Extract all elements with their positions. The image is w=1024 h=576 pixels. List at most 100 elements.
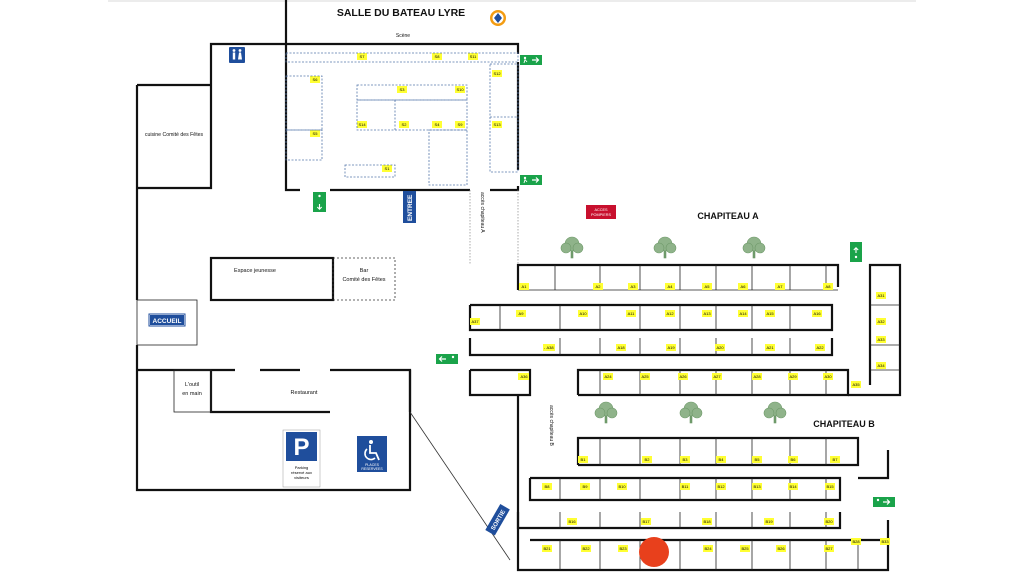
stand-tag[interactable]: A35 (851, 381, 861, 388)
stand-id: B13 (753, 484, 761, 489)
stand-tag[interactable]: B20 (824, 518, 834, 525)
stand-tag-bg (764, 518, 774, 525)
stand-tag[interactable]: S9 (455, 121, 465, 128)
stand-tag[interactable]: B14 (788, 483, 798, 490)
stand-tag[interactable]: A36 (519, 373, 529, 380)
stand-tag[interactable]: A16 (812, 310, 822, 317)
stand-tag[interactable]: A24 (603, 373, 613, 380)
stand-tag[interactable]: B24 (703, 545, 713, 552)
stand-tag[interactable]: A18 (616, 344, 626, 351)
stand-tag[interactable]: S5 (310, 130, 320, 137)
stand-tag[interactable]: A30 (823, 373, 833, 380)
stand-tag[interactable]: S11 (468, 53, 478, 60)
stand-tag[interactable]: B17 (641, 518, 651, 525)
stand-tag[interactable]: S14 (357, 121, 367, 128)
stand-tag[interactable]: B5 (752, 456, 762, 463)
stand-tag[interactable]: B22 (581, 545, 591, 552)
stand-tag[interactable]: S3 (397, 86, 407, 93)
cuisine-label: cuisine Comité des Fêtes (145, 132, 204, 138)
stand-tag[interactable]: A3 (628, 283, 638, 290)
stand-tag[interactable]: B23 (618, 545, 628, 552)
stand-id: B24 (704, 546, 712, 551)
stand-tag-bg (519, 283, 529, 290)
stand-tag[interactable]: A38 (545, 344, 555, 351)
stand-tag[interactable]: B18 (702, 518, 712, 525)
stand-tag[interactable]: B13 (752, 483, 762, 490)
stand-tag[interactable]: S12 (492, 70, 502, 77)
stand-tag[interactable]: A19 (666, 344, 676, 351)
stand-tag[interactable]: B25 (740, 545, 750, 552)
stand-tag[interactable]: A20 (715, 344, 725, 351)
stand-id: A8 (826, 284, 832, 289)
stand-tag[interactable]: S6 (310, 76, 320, 83)
stand-tag-bg (516, 310, 526, 317)
stand-tag[interactable]: A37 (470, 318, 480, 325)
stand-tag[interactable]: S7 (357, 53, 367, 60)
stand-tag[interactable]: B7 (830, 456, 840, 463)
stand-tag[interactable]: B10 (617, 483, 627, 490)
stand-tag[interactable]: A13 (702, 310, 712, 317)
stand-tag[interactable]: A34 (876, 362, 886, 369)
stand-id: S6 (313, 77, 319, 82)
stand-tag[interactable]: B27 (824, 545, 834, 552)
stand-tag[interactable]: B3 (680, 456, 690, 463)
stand-tag[interactable]: A26 (678, 373, 688, 380)
stand-tag[interactable]: A32 (876, 318, 886, 325)
stand-tag[interactable]: A25 (640, 373, 650, 380)
stand-tag[interactable]: A12 (665, 310, 675, 317)
stand-id: S7 (360, 54, 366, 59)
stand-tag[interactable]: A22 (815, 344, 825, 351)
stand-tag[interactable]: A11 (626, 310, 636, 317)
stand-tag[interactable]: B15 (825, 483, 835, 490)
stand-tag[interactable]: A10 (578, 310, 588, 317)
stand-id: A30 (824, 374, 832, 379)
stand-tag[interactable]: A4 (665, 283, 675, 290)
stand-tag[interactable]: A5 (702, 283, 712, 290)
stand-tag[interactable]: S10 (455, 86, 465, 93)
stand-tag[interactable]: A1 (519, 283, 529, 290)
stand-tag[interactable]: B6 (788, 456, 798, 463)
stand-id: S9 (458, 122, 464, 127)
stand-tag[interactable]: S13 (492, 121, 502, 128)
stand-tag[interactable]: A27 (712, 373, 722, 380)
stand-tag[interactable]: A9 (516, 310, 526, 317)
stand-id: A20 (716, 345, 724, 350)
stand-tag[interactable]: B26 (776, 545, 786, 552)
acces-pompiers-sign: ACCES POMPIERS (586, 205, 616, 219)
stand-tag[interactable]: B4 (716, 456, 726, 463)
stand-id: A24 (604, 374, 612, 379)
stand-tag[interactable]: A28 (752, 373, 762, 380)
stand-id: A6 (741, 284, 747, 289)
stand-tag[interactable]: B9 (580, 483, 590, 490)
exit-sign-chapiteau-a-left (436, 354, 458, 364)
stand-tag[interactable]: A29 (788, 373, 798, 380)
stand-tag[interactable]: S1 (382, 165, 392, 172)
stand-tag[interactable]: B33 (880, 538, 890, 545)
stand-tag[interactable]: B21 (542, 545, 552, 552)
civil-security-logo (490, 10, 506, 26)
stand-tag[interactable]: B1 (578, 456, 588, 463)
stand-tag[interactable]: A2 (593, 283, 603, 290)
stand-tag[interactable]: B19 (764, 518, 774, 525)
stand-tag[interactable]: S4 (432, 121, 442, 128)
stand-tag[interactable]: A8 (823, 283, 833, 290)
stand-tag[interactable]: B28 (851, 538, 861, 545)
stand-tag[interactable]: A31 (876, 292, 886, 299)
stand-tag[interactable]: S8 (432, 53, 442, 60)
stand-tag[interactable]: B12 (716, 483, 726, 490)
stand-tag[interactable]: A7 (775, 283, 785, 290)
stand-tag[interactable]: B8 (542, 483, 552, 490)
stand-tag[interactable]: A21 (765, 344, 775, 351)
stand-tag[interactable]: A14 (738, 310, 748, 317)
stand-tag[interactable]: S2 (399, 121, 409, 128)
stand-tag[interactable]: B2 (642, 456, 652, 463)
stand-tag[interactable]: A33 (876, 336, 886, 343)
stand-tag[interactable]: B16 (567, 518, 577, 525)
pompiers-text-2: POMPIERS (591, 213, 612, 217)
stand-tag[interactable]: A15 (765, 310, 775, 317)
stand-id: B16 (568, 519, 576, 524)
stand-tag-bg (626, 310, 636, 317)
stand-tag[interactable]: A6 (738, 283, 748, 290)
stand-id: S5 (313, 131, 319, 136)
stand-tag[interactable]: B11 (680, 483, 690, 490)
